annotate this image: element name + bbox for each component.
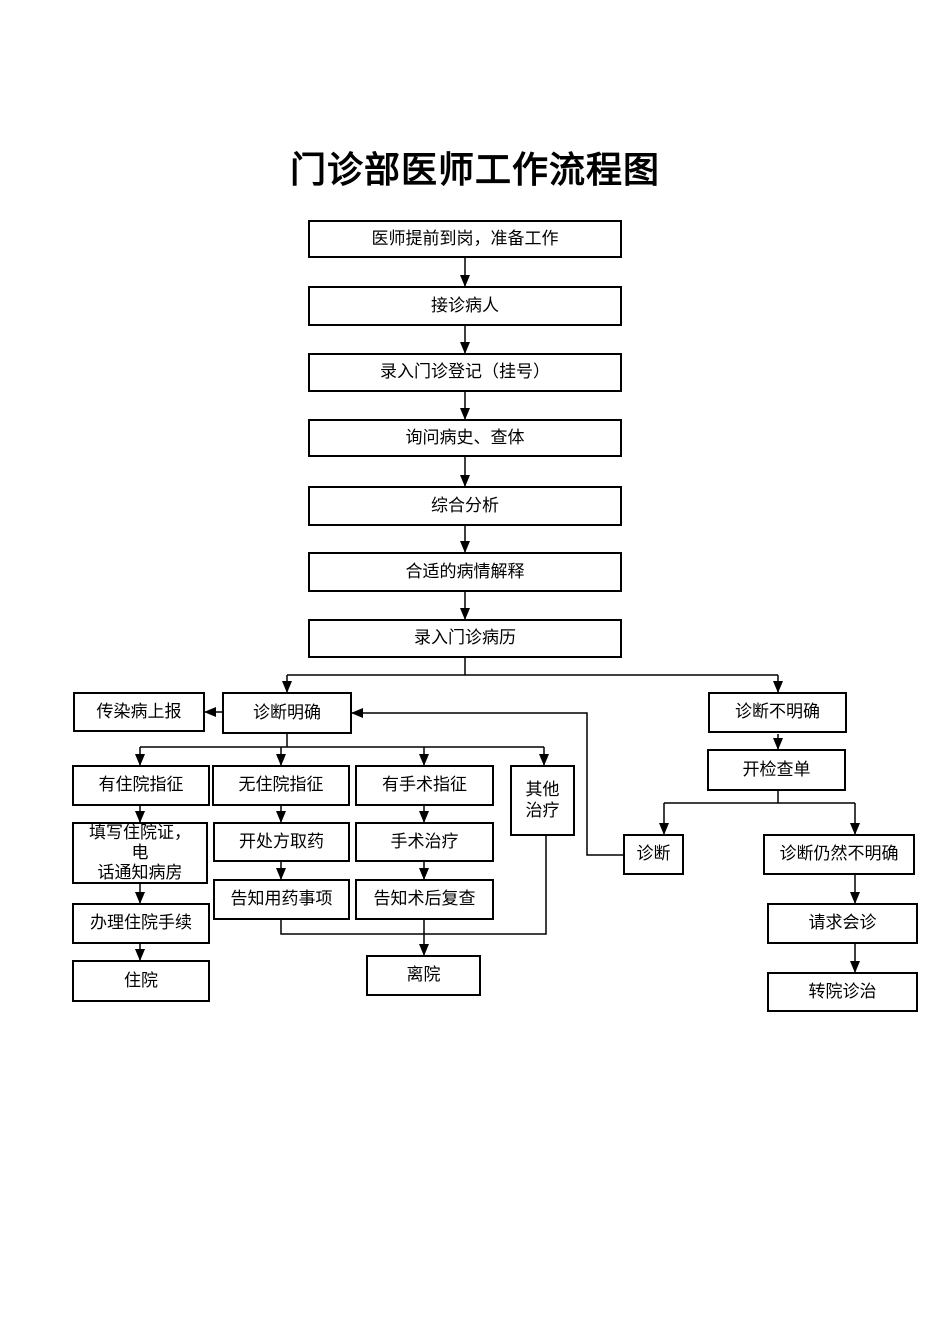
node-receive: 接诊病人 xyxy=(308,286,622,326)
node-fill-admission: 填写住院证， 电 话通知病房 xyxy=(72,822,208,884)
node-transfer: 转院诊治 xyxy=(767,972,918,1012)
node-explain: 合适的病情解释 xyxy=(308,552,622,592)
node-admission-indicated: 有住院指征 xyxy=(72,765,210,806)
node-other-treatment: 其他 治疗 xyxy=(510,765,575,836)
node-admission-procedure: 办理住院手续 xyxy=(72,903,210,944)
node-record: 录入门诊病历 xyxy=(308,619,622,658)
node-register: 录入门诊登记（挂号） xyxy=(308,353,622,392)
node-analysis: 综合分析 xyxy=(308,486,622,526)
node-order-tests: 开检查单 xyxy=(707,749,846,791)
node-prepare: 医师提前到岗，准备工作 xyxy=(308,220,622,258)
node-request-consult: 请求会诊 xyxy=(767,903,918,944)
node-diagnosis-unclear: 诊断不明确 xyxy=(708,692,847,733)
node-infectious-report: 传染病上报 xyxy=(73,692,205,732)
node-still-unclear: 诊断仍然不明确 xyxy=(763,834,915,875)
node-diagnosis: 诊断 xyxy=(623,834,684,875)
node-surgery-indicated: 有手术指征 xyxy=(355,765,494,806)
node-no-admission: 无住院指征 xyxy=(212,765,350,806)
node-hospitalize: 住院 xyxy=(72,960,210,1002)
node-surgery: 手术治疗 xyxy=(355,822,494,862)
diagram-title: 门诊部医师工作流程图 xyxy=(289,149,660,190)
node-followup-advice: 告知术后复查 xyxy=(355,879,494,920)
node-discharge: 离院 xyxy=(366,955,481,996)
node-medication-advice: 告知用药事项 xyxy=(213,879,350,920)
node-prescribe: 开处方取药 xyxy=(213,822,350,862)
node-diagnosis-clear: 诊断明确 xyxy=(222,692,352,734)
node-inquiry: 询问病史、查体 xyxy=(308,419,622,457)
